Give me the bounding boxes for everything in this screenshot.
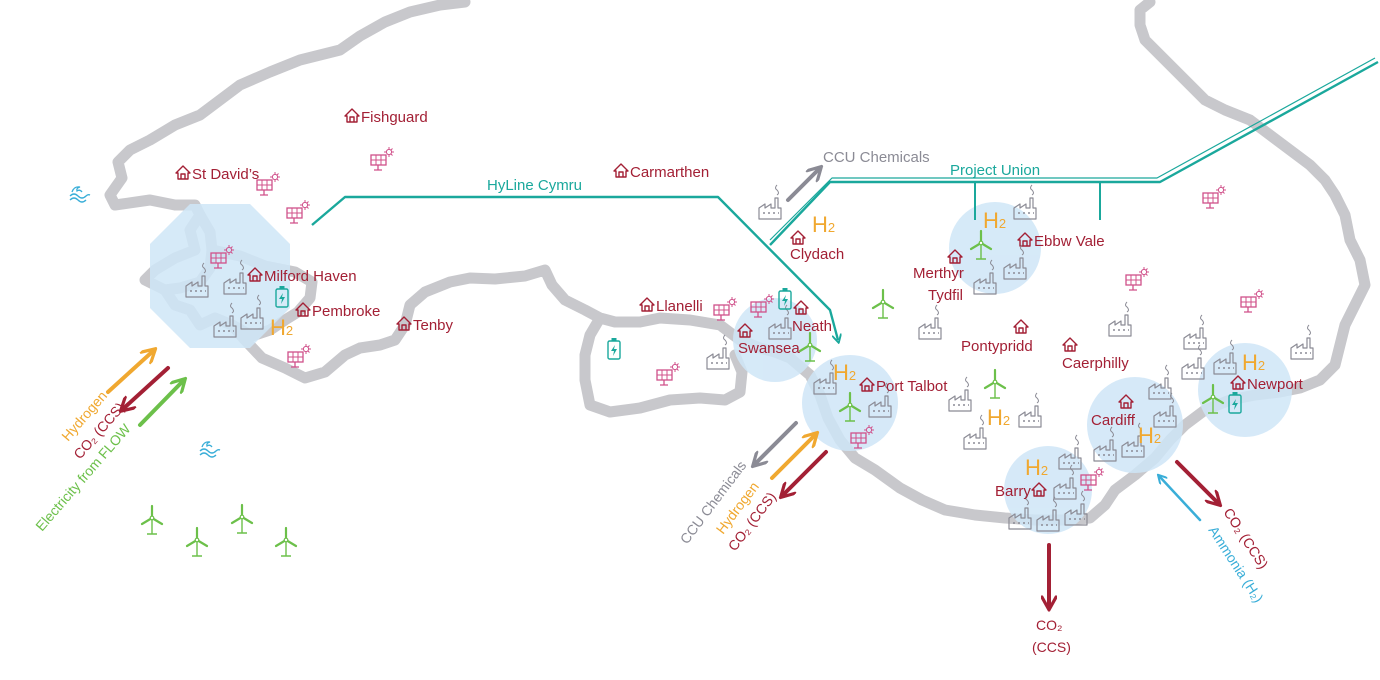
town-label-tydfil: Tydfil [928,287,963,304]
solar-panel-icon [713,296,738,321]
town-label-milford-haven: Milford Haven [264,268,357,285]
west-co2-arrow [124,366,170,408]
h2-symbol: H2 [983,208,1006,233]
wave-icon [199,441,221,458]
hyline-cymru-label: HyLine Cymru [487,177,582,194]
h2-symbol: H2 [987,405,1010,430]
factory-icon [948,376,972,412]
town-label-st-davids: St David’s [192,166,259,183]
town-label-clydach: Clydach [790,246,844,263]
factory-icon [963,414,987,450]
h2-symbol: H2 [270,315,293,340]
town-label-llanelli: Llanelli [656,298,703,315]
west-flow-arrow [138,382,182,427]
project-union-pipeline [769,60,1379,246]
solar-panel-icon [370,146,395,171]
town-labels: Fishguard St David’s Carmarthen Milford … [192,109,1304,500]
town-label-newport: Newport [1247,376,1304,393]
house-icon [344,108,360,123]
solar-panel-icon [1125,266,1150,291]
house-icon [1013,319,1029,334]
swansea-ccu-arrow [756,421,798,463]
factory-icon [1181,344,1205,380]
solar-panel-icon [287,343,312,368]
factory-icon [706,334,730,370]
town-label-ebbw-vale: Ebbw Vale [1034,233,1105,250]
battery-icon [607,337,621,360]
hyline-cymru-pipeline [311,195,838,340]
town-label-merthyr: Merthyr [913,265,964,282]
cluster-bubbles [150,202,1292,534]
factory-icon [1290,324,1314,360]
wind-turbine-icon [230,503,254,535]
solar-panel-icon [256,171,281,196]
h2-symbol: H2 [1242,350,1265,375]
town-label-tenby: Tenby [413,317,454,334]
barry-co2-label: CO₂ [1036,617,1062,633]
town-label-carmarthen: Carmarthen [630,164,709,181]
h2-symbol: H2 [1025,455,1048,480]
factory-icon [1018,392,1042,428]
factory-icon [1183,314,1207,350]
barry-ccs-label: (CCS) [1032,639,1071,655]
swansea-co2-arrow [784,450,828,494]
town-label-neath: Neath [792,318,832,335]
wind-turbine-icon [983,368,1007,400]
town-label-swansea: Swansea [738,340,800,357]
wind-turbine-icon [274,526,298,558]
house-icon [790,230,806,245]
town-label-pontypridd: Pontypridd [961,338,1033,355]
wind-turbine-icon [871,288,895,320]
ccu-chemicals-label: CCU Chemicals [823,149,930,166]
project-union-label: Project Union [950,162,1040,179]
ccu-top-arrow [786,170,818,202]
cardiff-co2-arrow [1175,460,1217,502]
h2-symbols: H2 H2 H2 H2 H2 H2 H2 H2 [270,208,1265,480]
town-label-caerphilly: Caerphilly [1062,355,1129,372]
west-hydrogen-arrow [106,352,152,394]
town-label-barry: Barry [995,483,1031,500]
pipelines [311,57,1379,340]
house-icon [175,165,191,180]
town-label-pembroke: Pembroke [312,303,380,320]
town-label-port-talbot: Port Talbot [876,378,948,395]
cardiff-ammonia-arrow [1160,477,1202,522]
solar-panel-icon [1240,288,1265,313]
factory-icon [758,184,782,220]
wind-turbine-icon [185,526,209,558]
wave-icon [69,186,91,203]
flow-arrows [106,170,1217,605]
wind-turbine-icon [140,504,164,536]
solar-panel-icon [1202,184,1227,209]
factory-icon [1108,301,1132,337]
pipeline-labels: HyLine Cymru Project Union CCU Chemicals [487,149,1040,194]
house-icon [639,297,655,312]
town-label-cardiff: Cardiff [1091,412,1136,429]
solar-panel-icon [286,199,311,224]
town-label-fishguard: Fishguard [361,109,428,126]
factory-icon [918,304,942,340]
house-icon [613,163,629,178]
swansea-hydrogen-arrow [770,436,814,480]
h2-symbol: H2 [833,360,856,385]
solar-panel-icon [656,361,681,386]
h2-symbol: H2 [1138,423,1161,448]
house-icon [1062,337,1078,352]
h2-symbol: H2 [812,212,835,237]
